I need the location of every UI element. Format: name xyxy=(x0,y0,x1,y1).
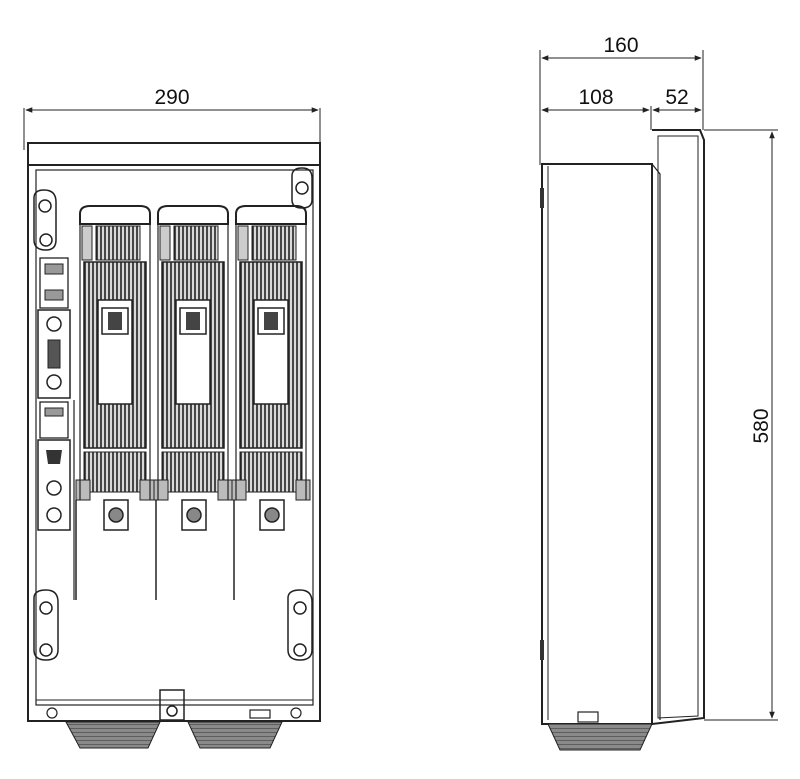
front-view: 290 xyxy=(23,86,321,749)
depth-total-label: 160 xyxy=(603,34,638,57)
lug-top-left xyxy=(33,189,57,251)
lug-bottom-right xyxy=(287,589,313,661)
depth-body-dimension: 108 xyxy=(541,86,650,113)
width-dimension: 290 xyxy=(23,86,321,150)
height-dimension: 580 xyxy=(704,129,778,721)
enclosure-front xyxy=(27,142,321,749)
depth-total-dimension: 160 xyxy=(541,34,702,61)
right-foot xyxy=(187,721,283,749)
left-foot xyxy=(65,721,161,749)
mounting-lugs xyxy=(33,167,313,661)
depth-cover-dimension: 52 xyxy=(652,86,702,113)
lug-bottom-left xyxy=(33,589,59,661)
enclosure-side xyxy=(540,129,705,751)
fuse-unit-1 xyxy=(75,205,155,531)
fuse-unit-3 xyxy=(231,205,311,531)
fuse-unit-2 xyxy=(153,205,233,531)
side-view: 160 108 52 580 xyxy=(539,34,778,751)
terminal-strip xyxy=(37,257,75,600)
depth-body-label: 108 xyxy=(578,86,613,109)
cable-lines xyxy=(75,500,235,600)
width-label: 290 xyxy=(154,86,189,109)
side-foot xyxy=(547,723,653,751)
height-label: 580 xyxy=(750,408,773,443)
lug-top-right xyxy=(291,167,313,209)
depth-cover-label: 52 xyxy=(665,86,688,109)
